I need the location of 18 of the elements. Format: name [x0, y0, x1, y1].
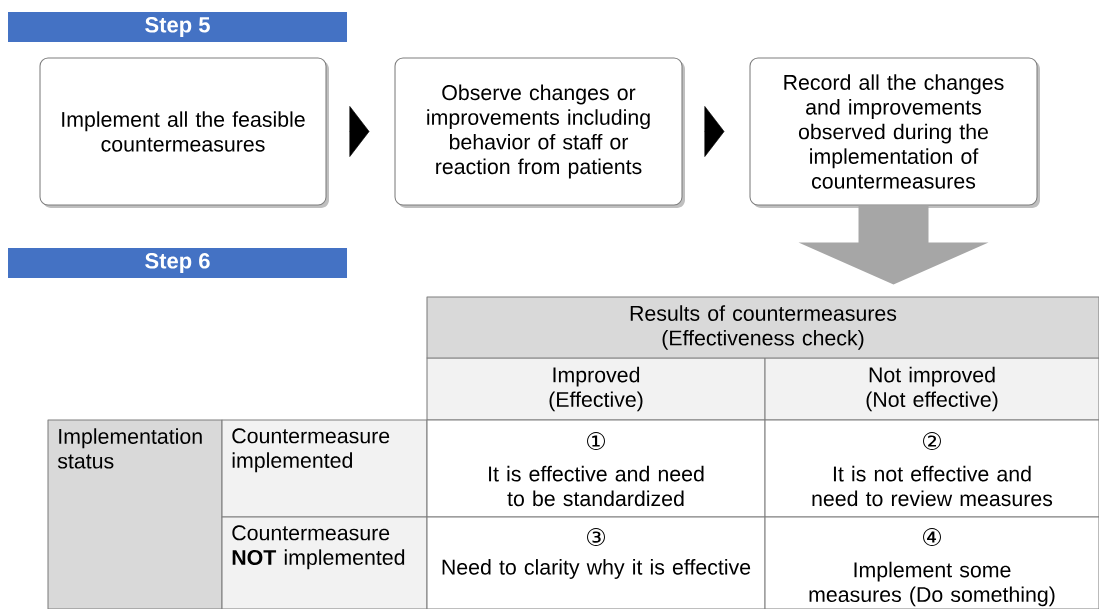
circled-number: ② — [923, 432, 941, 450]
circled-number: ④ — [923, 528, 941, 546]
process-box: Observe changes or improvements including behavior of staff or reaction from patients — [394, 57, 685, 208]
column-header: Improved (Effective) — [426, 357, 766, 421]
row-header: Countermeasure implemented — [221, 419, 428, 518]
circled-number: ③ — [587, 528, 605, 546]
arrow — [704, 106, 725, 157]
block-arrow — [798, 205, 989, 285]
arrow — [349, 106, 370, 157]
row-header: Implementation status — [47, 419, 223, 609]
row-header: Countermeasure NOT implemented — [221, 516, 428, 609]
step-banner: Step 5 — [8, 12, 347, 42]
process-box: Record all the changes and improvements observed during the implementation of countermeasures — [749, 57, 1040, 208]
table-header-cell: Results of countermeasures (Effectiveness check) — [426, 296, 1099, 359]
column-header: Not improved (Not effective) — [764, 357, 1099, 421]
circled-number: ① — [587, 432, 605, 450]
process-box: Implement all the feasible countermeasures — [39, 57, 329, 208]
step-banner: Step 6 — [8, 248, 347, 278]
